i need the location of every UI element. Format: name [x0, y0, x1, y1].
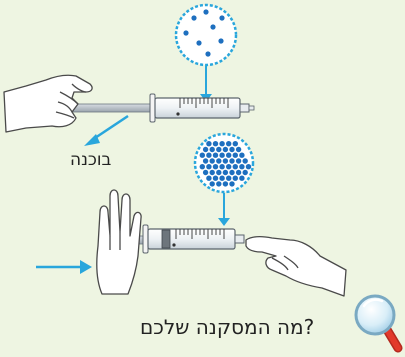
particle-dot	[229, 181, 234, 186]
particle-dot	[236, 147, 241, 152]
particle-dot	[203, 158, 208, 163]
particle-dot	[210, 147, 215, 152]
particle-dot	[226, 176, 231, 181]
particle-dot	[206, 141, 211, 146]
particle-dot	[226, 153, 231, 158]
particle-dot	[219, 164, 224, 169]
glove-hand-blocking-outlet	[246, 237, 346, 296]
particle-dot	[216, 181, 221, 186]
particle-dot	[200, 164, 205, 169]
particle-dot	[216, 158, 221, 163]
glove-hand-palm-pushing	[97, 190, 141, 294]
particle-dot	[219, 176, 224, 181]
particle-dot	[233, 164, 238, 169]
particle-dot	[213, 153, 218, 158]
particle-dot	[210, 181, 215, 186]
particle-dot	[239, 164, 244, 169]
particle-dot	[226, 141, 231, 146]
particle-dot	[223, 170, 228, 175]
pull-arrow	[92, 116, 128, 140]
particle-dot	[200, 153, 205, 158]
magnifier-icon	[356, 296, 398, 348]
particle-dot	[243, 170, 248, 175]
particle-dot	[233, 153, 238, 158]
particle-dot	[236, 170, 241, 175]
conclusion-question: ?מה המסקנה שלכם	[140, 315, 314, 339]
particle-dot	[233, 176, 238, 181]
particle-dot	[239, 153, 244, 158]
particle-dot	[223, 147, 228, 152]
particle-dot	[229, 158, 234, 163]
particle-dot	[213, 176, 218, 181]
particle-dot	[210, 170, 215, 175]
particle-dot	[229, 147, 234, 152]
piston-label: בוכנה	[70, 150, 111, 170]
particle-dot	[216, 147, 221, 152]
particle-dot	[219, 153, 224, 158]
particle-dot	[223, 158, 228, 163]
sparse-particles-circle	[176, 5, 236, 65]
particle-dot	[239, 176, 244, 181]
particle-dot	[213, 164, 218, 169]
syringe-top	[66, 94, 254, 122]
particle-dot	[226, 164, 231, 169]
particle-dot	[206, 176, 211, 181]
particle-dot	[233, 141, 238, 146]
particle-dot	[219, 141, 224, 146]
particle-dot	[243, 158, 248, 163]
particle-dot	[236, 158, 241, 163]
particle-dot	[210, 158, 215, 163]
particle-dot	[206, 153, 211, 158]
particle-dot	[203, 170, 208, 175]
particle-dot	[229, 170, 234, 175]
particle-dot	[246, 164, 251, 169]
top-scene-pulled-piston	[4, 5, 254, 146]
dense-particles-circle	[195, 134, 253, 192]
particle-dot	[213, 141, 218, 146]
particle-dot	[206, 164, 211, 169]
particle-dot	[223, 181, 228, 186]
particle-dot	[216, 170, 221, 175]
particle-dot	[203, 147, 208, 152]
